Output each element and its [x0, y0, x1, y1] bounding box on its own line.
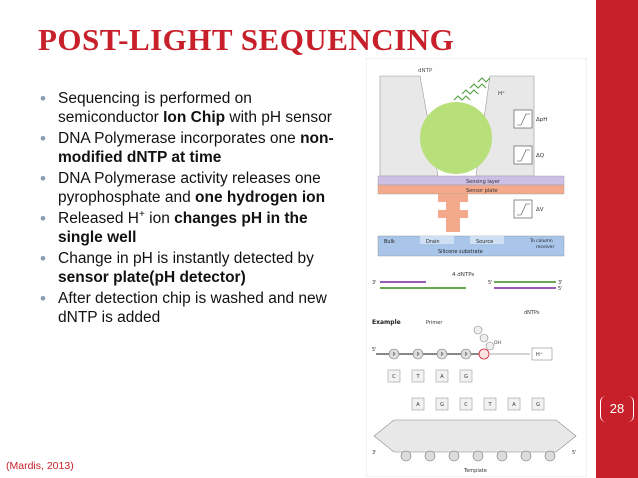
sensor-plate-label: Sensor plate	[466, 188, 497, 194]
top-bases: C T A G	[387, 369, 473, 383]
citation: (Mardis, 2013)	[6, 460, 74, 472]
base-label: A	[440, 374, 444, 380]
example-label: Example	[372, 319, 401, 326]
bottom-bases: A G C T A G	[411, 397, 545, 411]
base-label: T	[487, 402, 492, 408]
to-column-label: To column	[529, 238, 553, 244]
oh-label: OH	[494, 340, 501, 346]
bullet-item: DNA Polymerase activity releases one pyr…	[38, 170, 338, 207]
sensing-layer-label: Sensing layer	[466, 179, 501, 185]
five-prime-label: 5'	[572, 450, 577, 456]
three-prime-label: 3'	[372, 450, 377, 456]
bullet-item: DNA Polymerase incorporates one non-modi…	[38, 130, 338, 167]
four-dntps-label: 4 dNTPs	[452, 272, 474, 278]
five-prime-label: 5'	[372, 347, 377, 353]
base-label: A	[512, 402, 516, 408]
phosphate-label: P	[417, 352, 420, 358]
silicone-label: Silicone substrate	[438, 249, 483, 255]
drain-label: Drain	[426, 239, 440, 245]
base-label: C	[392, 374, 396, 380]
bullet-item: Released H+ ion changes pH in the single…	[38, 209, 338, 247]
delta-ph-label: ΔpH	[536, 117, 547, 123]
dntp-strands	[453, 77, 491, 101]
template-strand	[373, 419, 577, 453]
delta-q-label: ΔQ	[536, 153, 545, 159]
base-label: A	[416, 402, 420, 408]
three-prime-label: 3'	[372, 280, 377, 286]
bullet-list: Sequencing is performed on semiconductor…	[38, 90, 338, 330]
sequencing-bead	[420, 102, 492, 174]
hplus-label: H⁺	[536, 352, 543, 358]
template-phosphates	[400, 450, 556, 462]
incoming-dntp	[473, 325, 495, 351]
ion-chip-figure: dNTP H⁺ ΔpH ΔQ Sensing layer Sensor plat…	[366, 58, 587, 477]
phosphate-label: P	[465, 352, 468, 358]
base-label: C	[464, 402, 468, 408]
bullet-item: Sequencing is performed on semiconductor…	[38, 90, 338, 127]
base-label: G	[536, 402, 540, 408]
three-prime-label: 3'	[558, 280, 563, 286]
page-number: 28	[600, 396, 634, 422]
delta-v-label: ΔV	[536, 207, 544, 213]
base-label: T	[415, 374, 420, 380]
base-label: G	[464, 374, 468, 380]
primer-strand: P P P P 5' OH H⁺	[372, 340, 553, 361]
primer-label: Primer	[426, 320, 443, 326]
ion-chip-diagram: dNTP H⁺ ΔpH ΔQ Sensing layer Sensor plat…	[377, 68, 565, 257]
bullet-item: Change in pH is instantly detected by se…	[38, 250, 338, 287]
five-prime-label: 5'	[488, 280, 493, 286]
template-label: Template	[463, 468, 487, 474]
phosphate-label: P	[393, 352, 396, 358]
dntps-label: dNTPs	[524, 310, 540, 316]
base-label: G	[440, 402, 444, 408]
phosphate-label: P	[441, 352, 444, 358]
slide-title: POST-LIGHT SEQUENCING	[38, 22, 455, 57]
bullet-item: After detection chip is washed and new d…	[38, 290, 338, 327]
hplus-label: H⁺	[498, 90, 505, 97]
polymerase-example-diagram: 4 dNTPs 3' 5' 3' 5' Example Primer dNTPs…	[372, 272, 577, 474]
source-label: Source	[476, 239, 493, 245]
receiver-label: receiver	[536, 244, 554, 250]
bulk-label: Bulk	[384, 239, 395, 245]
five-prime-label: 5'	[558, 286, 563, 292]
dntp-label: dNTP	[418, 68, 433, 74]
